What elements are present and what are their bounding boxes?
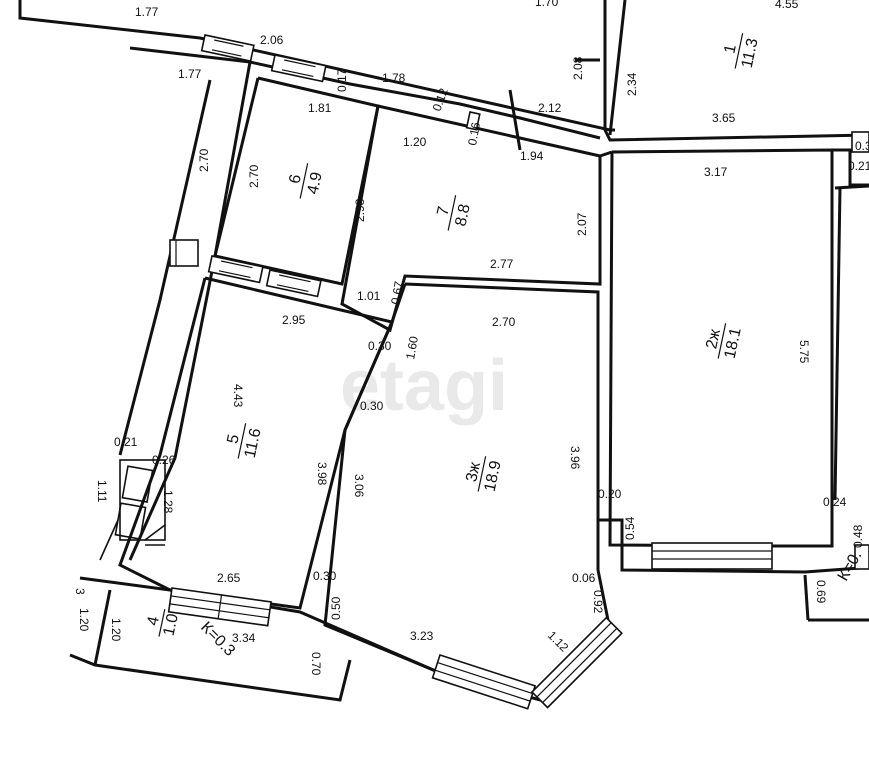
dim-label: 2.77 <box>490 257 514 271</box>
dim-label: 3.98 <box>315 462 329 486</box>
svg-text:11.6: 11.6 <box>242 427 265 460</box>
dim-label: 2.70 <box>197 148 211 172</box>
dim-label: 0.69 <box>814 580 828 604</box>
dim-label: 4.43 <box>231 384 245 408</box>
dim-label: 1.77 <box>135 5 159 19</box>
svg-text:8.8: 8.8 <box>453 202 474 227</box>
dim-label: 2.65 <box>217 571 241 585</box>
svg-text:11.3: 11.3 <box>739 37 762 70</box>
dim-label: 1.11 <box>95 480 109 503</box>
dim-label: 0.67 <box>388 280 406 306</box>
dim-label: 3.96 <box>568 446 582 470</box>
svg-text:3ж: 3ж <box>463 460 484 483</box>
room-4-label: 4 1.0 <box>144 609 182 637</box>
dim-label: 2.70 <box>492 315 516 329</box>
dim-label: 1.81 <box>308 101 332 115</box>
dim-label: 0.21 <box>848 159 869 173</box>
dim-label: 0.30 <box>368 339 392 353</box>
dim-label: 0.30 <box>313 569 337 583</box>
dim-label: 0.70 <box>309 652 323 676</box>
dim-label: 0.06 <box>572 571 596 585</box>
dim-label: 1.70 <box>535 0 559 9</box>
dim-label: 4.55 <box>775 0 799 11</box>
dim-label: 0.30 <box>360 399 384 413</box>
svg-text:1.0: 1.0 <box>161 612 182 637</box>
dim-label: 0.21 <box>114 435 138 449</box>
dimension-labels: 1.77 1.77 2.06 0.17 1.78 0.12 2.12 1.70 … <box>73 0 869 676</box>
dim-label: 0.33 <box>855 139 869 153</box>
dim-label: 2.70 <box>247 164 261 188</box>
dim-label: 1.20 <box>403 135 427 149</box>
dim-label: 5.75 <box>797 340 811 364</box>
dim-label: 3 <box>73 588 87 595</box>
dim-label: 1.28 <box>161 490 175 514</box>
dim-label: 2.08 <box>571 56 585 80</box>
dim-label: 1.78 <box>382 71 406 85</box>
dim-label: 2.98 <box>353 198 367 222</box>
dim-label: 3.65 <box>712 111 736 125</box>
dim-label: 0.26 <box>152 453 176 467</box>
dim-label: 0.48 <box>851 524 865 548</box>
dim-label: 1.94 <box>520 149 544 163</box>
svg-text:6: 6 <box>286 173 304 185</box>
dim-label: 0.16 <box>465 121 483 147</box>
dim-label: 2.06 <box>260 33 284 47</box>
dim-label: 2.34 <box>625 72 639 96</box>
dim-label: 3.06 <box>352 474 366 498</box>
room-5-label: 5 11.6 <box>224 423 265 460</box>
dim-label: 1.01 <box>357 289 381 303</box>
svg-text:5: 5 <box>224 433 242 445</box>
dim-label: 0.92 <box>591 590 605 614</box>
svg-text:18.1: 18.1 <box>722 326 745 360</box>
dim-label: 0.50 <box>329 596 343 620</box>
dim-label: 0.17 <box>335 68 349 92</box>
room-3zh-label: 3ж 18.9 <box>463 456 505 493</box>
dim-label: 1.20 <box>77 608 91 632</box>
dim-label: 0.24 <box>823 495 847 509</box>
svg-text:4.9: 4.9 <box>305 170 326 195</box>
dim-label: 2.07 <box>575 212 589 236</box>
dim-label: 3.17 <box>704 165 728 179</box>
svg-text:4: 4 <box>144 615 162 627</box>
dim-label: 3.34 <box>232 631 256 645</box>
room-1-label: 1 11.3 <box>721 33 762 70</box>
windows <box>167 34 869 710</box>
dim-label: 3.23 <box>410 629 434 643</box>
dim-label: 1.12 <box>545 628 572 655</box>
svg-text:1: 1 <box>721 43 739 55</box>
dim-label: 0.20 <box>598 487 622 501</box>
dim-label: 0.54 <box>623 516 637 540</box>
svg-text:7: 7 <box>434 205 452 217</box>
dim-label: 1.60 <box>403 335 421 361</box>
dim-label: 2.95 <box>282 313 306 327</box>
svg-text:2ж: 2ж <box>703 327 724 350</box>
watermark: etagi <box>340 346 508 426</box>
dim-label: 2.12 <box>538 101 562 115</box>
svg-text:18.9: 18.9 <box>482 459 505 493</box>
dim-label: 1.77 <box>178 67 202 81</box>
room-6-label: 6 4.9 <box>286 163 326 199</box>
room-7-label: 7 8.8 <box>434 195 474 231</box>
dim-label: 1.20 <box>109 618 123 642</box>
room-2zh-label: 2ж 18.1 <box>703 323 745 360</box>
